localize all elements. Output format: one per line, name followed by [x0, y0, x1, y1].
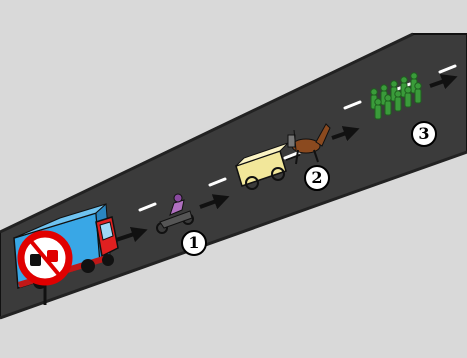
- label-3: 3: [411, 121, 437, 147]
- label-2: 2: [304, 165, 330, 191]
- label-1: 1: [181, 230, 207, 256]
